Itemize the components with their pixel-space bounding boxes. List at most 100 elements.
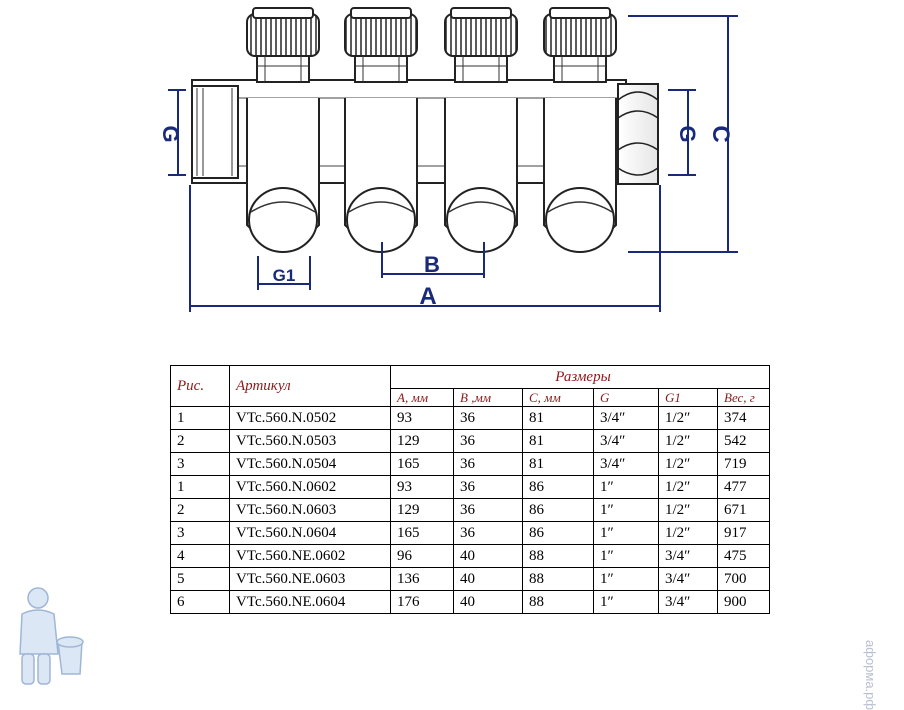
table-subheader-row: A, мм B ,мм C, мм G G1 Вес, г (171, 388, 770, 407)
cell-a: 93 (390, 475, 454, 499)
cell-article: VTc.560.N.0604 (229, 521, 391, 545)
cell-b: 36 (453, 498, 523, 522)
cell-article: VTc.560.N.0602 (229, 475, 391, 499)
cell-a: 136 (390, 567, 454, 591)
header-article: Артикул (229, 365, 391, 407)
cell-b: 40 (453, 567, 523, 591)
cell-g1: 3/4″ (658, 544, 718, 568)
valve-cap-4 (543, 13, 617, 57)
plumber-mascot-icon (19, 587, 84, 685)
cell-g: 3/4″ (593, 429, 659, 453)
cell-g: 1″ (593, 590, 659, 614)
subheader-b: B ,мм (453, 388, 523, 407)
subheader-g: G (593, 388, 659, 407)
cell-weight: 477 (717, 475, 770, 499)
cell-article: VTc.560.N.0502 (229, 406, 391, 430)
cell-g: 3/4″ (593, 406, 659, 430)
dim-label-g1: G1 (273, 266, 296, 285)
dim-label-g-right: G (675, 125, 700, 142)
cell-g: 1″ (593, 567, 659, 591)
dim-label-b: B (424, 252, 440, 277)
spec-table: Рис. Артикул Размеры A, мм B ,мм C, мм G… (170, 365, 770, 614)
valve-cap-top-1 (252, 7, 314, 19)
cell-fig: 1 (170, 475, 230, 499)
valve-cap-top-3 (450, 7, 512, 19)
cell-fig: 2 (170, 498, 230, 522)
cell-c: 86 (522, 475, 594, 499)
cell-g1: 1/2″ (658, 475, 718, 499)
cell-g1: 1/2″ (658, 521, 718, 545)
cell-article: VTc.560.N.0504 (229, 452, 391, 476)
cell-weight: 700 (717, 567, 770, 591)
cell-g1: 1/2″ (658, 498, 718, 522)
cell-fig: 4 (170, 544, 230, 568)
valve-neck-2 (354, 55, 408, 83)
valve-neck-3 (454, 55, 508, 83)
cell-g1: 3/4″ (658, 567, 718, 591)
valve-cap-top-2 (350, 7, 412, 19)
cell-weight: 900 (717, 590, 770, 614)
right-nut (617, 83, 659, 185)
outlets (246, 7, 617, 253)
dim-label-a: A (419, 283, 436, 310)
cell-a: 165 (390, 521, 454, 545)
outlet-port-4 (545, 187, 615, 253)
cell-weight: 374 (717, 406, 770, 430)
cell-article: VTc.560.N.0503 (229, 429, 391, 453)
valve-cap-3 (444, 13, 518, 57)
cell-fig: 5 (170, 567, 230, 591)
cell-g1: 1/2″ (658, 452, 718, 476)
cell-weight: 475 (717, 544, 770, 568)
cell-b: 40 (453, 544, 523, 568)
cell-g: 1″ (593, 498, 659, 522)
cell-g: 1″ (593, 544, 659, 568)
cell-g: 1″ (593, 521, 659, 545)
cell-b: 36 (453, 452, 523, 476)
cell-fig: 3 (170, 521, 230, 545)
cell-weight: 719 (717, 452, 770, 476)
cell-a: 176 (390, 590, 454, 614)
cell-b: 40 (453, 590, 523, 614)
cell-g: 1″ (593, 475, 659, 499)
cell-c: 88 (522, 567, 594, 591)
header-fig: Рис. (170, 365, 230, 407)
valve-cap-1 (246, 13, 320, 57)
cell-g1: 3/4″ (658, 590, 718, 614)
cell-b: 36 (453, 406, 523, 430)
cell-a: 93 (390, 406, 454, 430)
cell-fig: 6 (170, 590, 230, 614)
manifold-drawing: G G C A B G1 (158, 7, 738, 312)
cell-article: VTc.560.N.0603 (229, 498, 391, 522)
cell-g1: 1/2″ (658, 429, 718, 453)
cell-a: 165 (390, 452, 454, 476)
cell-c: 86 (522, 498, 594, 522)
dim-label-c: C (707, 125, 734, 142)
cell-weight: 542 (717, 429, 770, 453)
cell-fig: 3 (170, 452, 230, 476)
subheader-weight: Вес, г (717, 388, 770, 407)
subheader-g1: G1 (658, 388, 718, 407)
dimension-lines (168, 15, 738, 312)
outlet-port-3 (446, 187, 516, 253)
subheader-a: A, мм (390, 388, 454, 407)
table-header-row: Рис. Артикул Размеры (170, 365, 770, 407)
cell-a: 96 (390, 544, 454, 568)
cell-weight: 917 (717, 521, 770, 545)
cell-c: 86 (522, 521, 594, 545)
cell-article: VTc.560.NE.0602 (229, 544, 391, 568)
cell-b: 36 (453, 521, 523, 545)
cell-b: 36 (453, 429, 523, 453)
cell-article: VTc.560.NE.0603 (229, 567, 391, 591)
cell-c: 81 (522, 406, 594, 430)
cell-c: 81 (522, 429, 594, 453)
cell-a: 129 (390, 498, 454, 522)
